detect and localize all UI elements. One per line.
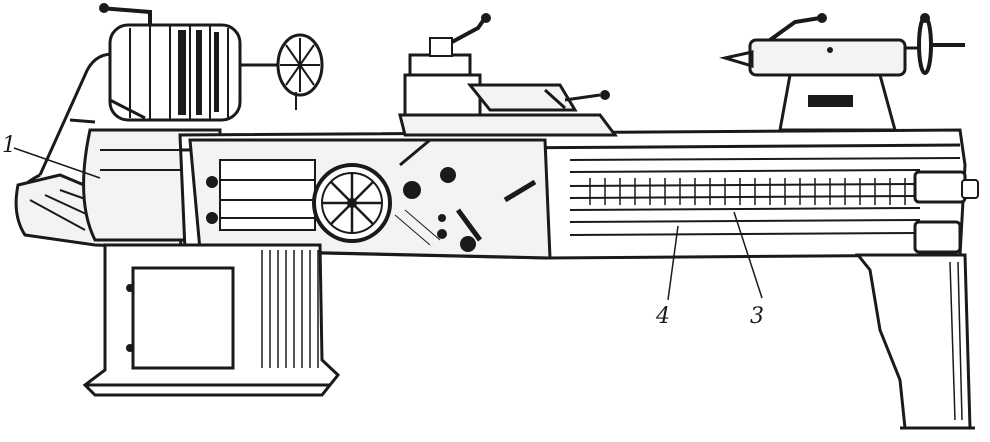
pedestal-door (131, 266, 235, 370)
cone-pulley (108, 23, 242, 122)
callout-label-3: 3 (750, 304, 764, 329)
callouts: 1 4 3 (2, 133, 764, 329)
right-pedestal (854, 253, 975, 430)
tool-post (398, 13, 618, 137)
callout-label-1: 1 (2, 133, 16, 158)
feed-rods (569, 169, 921, 236)
headstock (14, 3, 324, 250)
tailstock (719, 13, 965, 132)
carriage-apron (188, 138, 552, 260)
tailstock-handwheel (917, 15, 933, 75)
left-pedestal (82, 243, 341, 397)
callout-label-4: 4 (655, 304, 670, 329)
